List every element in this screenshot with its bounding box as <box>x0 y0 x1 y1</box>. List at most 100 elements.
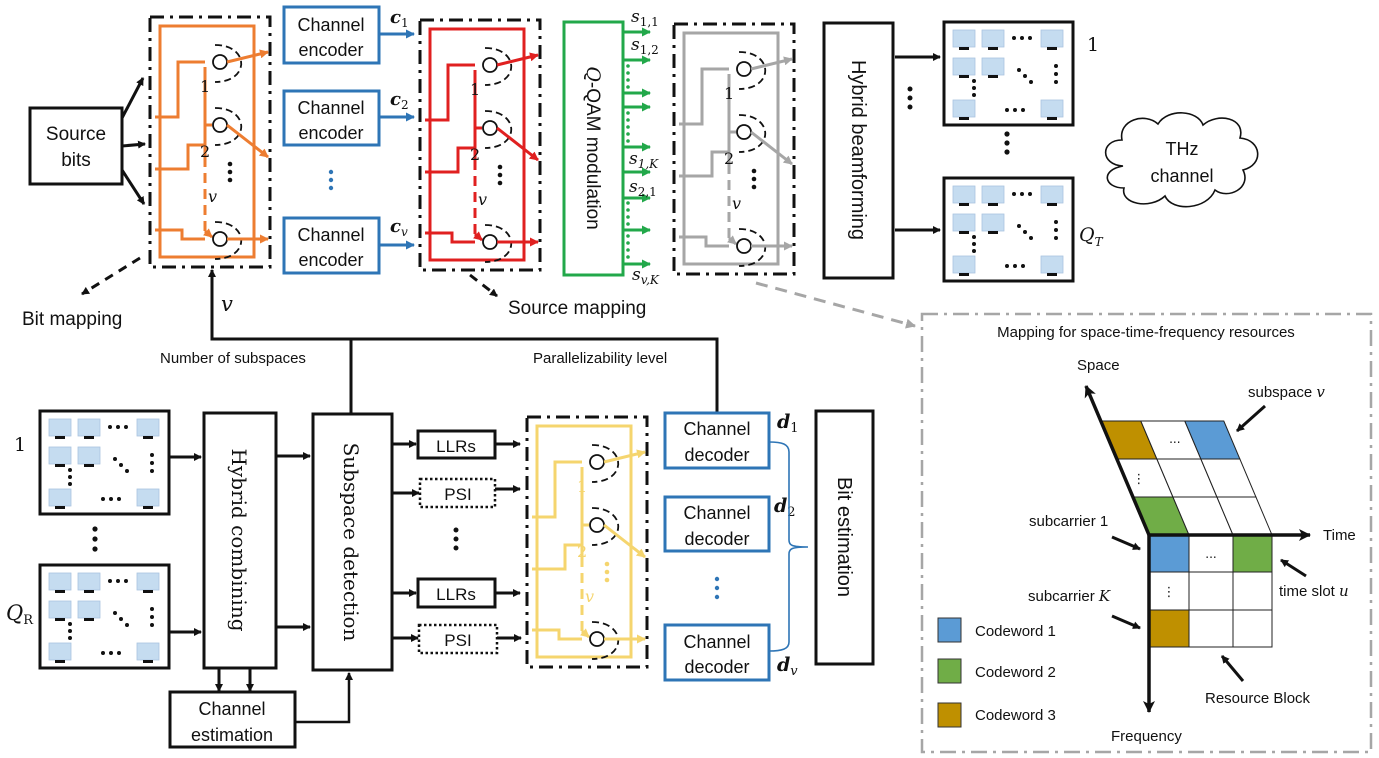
antenna-feed <box>143 660 153 663</box>
ellipsis-dot <box>626 255 630 259</box>
ellipsis-dot <box>150 607 154 611</box>
resource-block-cell <box>1232 534 1273 573</box>
thz-channel-cloud: THz channel <box>1104 112 1259 208</box>
switch-output-arrow <box>496 52 539 67</box>
ellipsis-dot <box>626 64 630 68</box>
grid-ellipsis-v: ⋮ <box>1163 585 1176 600</box>
ellipsis-dot <box>972 235 976 239</box>
source-bits-label-2: bits <box>61 150 91 171</box>
ellipsis-dot <box>1021 264 1025 268</box>
resource-block-pointer <box>1220 655 1245 682</box>
codeword-c2-label: c2 <box>390 89 409 112</box>
mapper-inner-frame <box>428 27 526 262</box>
ellipsis-dot <box>1021 108 1025 112</box>
ellipsis-dot <box>1054 64 1058 68</box>
ellipsis-dot <box>1023 74 1027 78</box>
ellipsis-dot <box>604 561 610 567</box>
ellipsis-dot <box>751 176 757 182</box>
resource-block-cell <box>1232 571 1273 611</box>
ellipsis-dot <box>124 425 128 429</box>
mapper-path <box>679 67 729 126</box>
svg-text:PSI: PSI <box>444 485 471 504</box>
switch-output-arrow <box>750 56 793 71</box>
antenna-element-icon <box>952 185 976 204</box>
resource-block-label: Resource Block <box>1205 690 1311 707</box>
time-slot-pointer <box>1280 558 1307 578</box>
ellipsis-dot <box>1029 80 1033 84</box>
svg-text:Channel: Channel <box>297 98 364 118</box>
ellipsis-dot <box>1028 192 1032 196</box>
ellipsis-dot <box>626 111 630 115</box>
antenna-feed <box>84 436 94 439</box>
ellipsis-dot <box>113 457 117 461</box>
ellipsis-dot <box>626 222 630 226</box>
ellipsis-dot <box>1005 108 1009 112</box>
time-frequency-grid: ...⋮ <box>1149 534 1273 648</box>
decoder-ellipsis <box>714 576 720 600</box>
mapper-bus-arrow <box>202 228 213 239</box>
antenna-element-icon <box>77 572 101 591</box>
ellipsis-dot <box>626 85 630 89</box>
switch-node-icon <box>589 517 605 533</box>
antenna-element-icon <box>77 418 101 437</box>
ellipsis-dot <box>626 78 630 82</box>
switch-index-v: v <box>478 190 487 209</box>
ellipsis-dot <box>626 241 630 245</box>
antenna-element-icon <box>48 642 72 661</box>
antenna-element-icon <box>952 213 976 232</box>
mapper-inner-frame <box>682 31 780 266</box>
bit-mapping-label: Bit mapping <box>22 309 122 330</box>
rx-array-QR-label: QR <box>6 601 34 628</box>
channel-encoder-2: Channel encoder c2 <box>282 89 415 147</box>
switch-node-icon <box>736 238 752 254</box>
ellipsis-dot <box>116 425 120 429</box>
ellipsis-dot <box>1054 228 1058 232</box>
switch-index-v: v <box>208 187 217 206</box>
rx-demapper-block: 12v <box>525 415 649 669</box>
antenna-element-icon <box>981 185 1005 204</box>
switch-arc <box>738 51 766 90</box>
resource-mapping-inset: Mapping for space-time-frequency resourc… <box>920 312 1373 754</box>
svg-text:decoder: decoder <box>684 445 749 465</box>
legend-label-codeword-1: Codeword 1 <box>975 623 1056 640</box>
ellipsis-dot <box>150 623 154 627</box>
rx-antenna-array-QR <box>38 563 171 670</box>
antenna-element-icon <box>48 418 72 437</box>
axis-time-label: Time <box>1323 527 1356 544</box>
ellipsis-dot <box>1054 80 1058 84</box>
antenna-feed <box>55 436 65 439</box>
antenna-element-icon <box>48 446 72 465</box>
antenna-element-icon <box>136 418 160 437</box>
beamforming-ellipsis <box>907 86 913 110</box>
axis-space-label: Space <box>1077 357 1120 374</box>
ellipsis-dot <box>1020 36 1024 40</box>
symbol-svK: sv,K <box>632 265 660 287</box>
antenna-element-icon <box>77 446 101 465</box>
switch-index-1: 1 <box>470 80 480 99</box>
grid-ellipsis-h: ... <box>1169 432 1180 446</box>
antenna-feed <box>988 75 998 78</box>
antenna-element-icon <box>1040 255 1064 274</box>
antenna-feed <box>988 203 998 206</box>
ellipsis-dot <box>1054 72 1058 76</box>
antenna-feed <box>55 660 65 663</box>
legend-label-codeword-3: Codeword 3 <box>975 707 1056 724</box>
ellipsis-dot <box>972 242 976 246</box>
resource-block-cell <box>1149 534 1190 573</box>
switch-arc <box>484 47 512 86</box>
symbol-s21: s2,1 <box>629 177 657 199</box>
svg-text:LLRs: LLRs <box>436 437 476 456</box>
legend-swatch-codeword-3 <box>937 702 962 728</box>
source-mapping-pointer <box>469 273 498 298</box>
antenna-feed <box>84 464 94 467</box>
bit-mapper-block: 12v <box>148 15 272 269</box>
antenna-feed <box>55 464 65 467</box>
mapper-bus-arrow <box>472 231 483 242</box>
antenna-feed <box>959 117 969 120</box>
switch-arc <box>214 107 242 146</box>
antenna-feed <box>959 273 969 276</box>
feedback-v-label: v <box>221 292 233 316</box>
ellipsis-dot <box>1005 264 1009 268</box>
mapper-inner-frame <box>158 24 256 259</box>
symbol-s11: s1,1 <box>631 7 659 29</box>
